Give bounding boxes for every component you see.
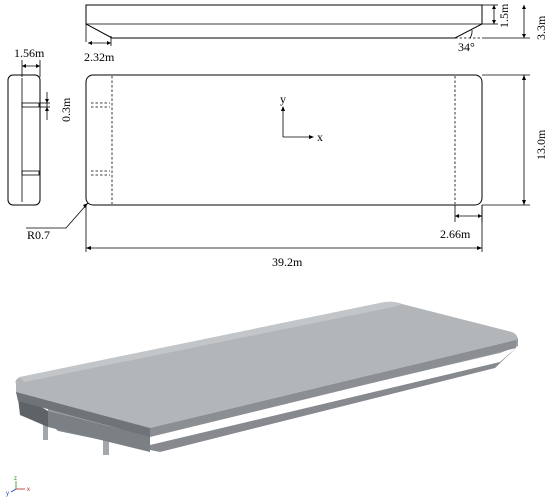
dim-depth-total-arrow <box>522 5 526 38</box>
dim-side-width-arrow <box>22 64 40 68</box>
label-chamfer-len: 2.32m <box>84 50 115 64</box>
label-angle: 34° <box>458 40 475 54</box>
leader-radius-arrow <box>83 203 88 208</box>
label-width: 13.0m <box>534 129 548 160</box>
label-depth-total: 3.3m <box>534 15 548 40</box>
dim-depth-side-arrow <box>492 5 496 24</box>
dim-gap-arrow <box>45 99 49 111</box>
side-elevation-outline <box>85 4 483 39</box>
keel-upper <box>21 102 40 108</box>
keel-front <box>43 422 48 440</box>
leader-radius <box>26 202 89 229</box>
label-side-width: 1.56m <box>14 46 45 60</box>
hull-deck-edge <box>20 301 402 382</box>
axis-x-arrow <box>309 135 314 139</box>
plan-keel-lower <box>91 170 110 176</box>
hull-side-strip <box>150 340 516 437</box>
label-gap: 0.3m <box>59 97 73 122</box>
triad-y-line <box>10 488 17 493</box>
end-elevation-outline <box>7 74 41 206</box>
angle-arc-curve <box>469 29 473 39</box>
hull-end-chamfer <box>48 411 150 452</box>
axis-triad: z x y <box>6 476 30 497</box>
side-elevation: 2.32m 34° 1.5m 3.3m <box>84 3 548 64</box>
label-length: 39.2m <box>272 255 303 269</box>
hull-front-strip <box>16 392 150 437</box>
axis-y-arrow <box>281 106 285 111</box>
label-end-len: 2.66m <box>440 227 471 241</box>
plan-view: y x R0.7 2.66m 39.2m 13.0m <box>26 74 548 269</box>
keel-lower <box>21 170 40 176</box>
barge-3d-render <box>15 301 518 455</box>
end-elevation: 1.56m 0.3m <box>7 46 73 206</box>
label-radius: R0.7 <box>27 228 50 242</box>
label-depth-side: 1.5m <box>497 3 511 28</box>
label-axis-x: x <box>317 130 323 144</box>
label-axis-y: y <box>280 92 286 106</box>
triad-x-label: x <box>27 487 30 493</box>
hull-deck <box>15 301 518 430</box>
plan-outline <box>85 74 483 206</box>
triad-y-label: y <box>6 491 9 497</box>
triad-z-label: z <box>14 476 17 482</box>
plan-keel-upper <box>91 102 110 108</box>
